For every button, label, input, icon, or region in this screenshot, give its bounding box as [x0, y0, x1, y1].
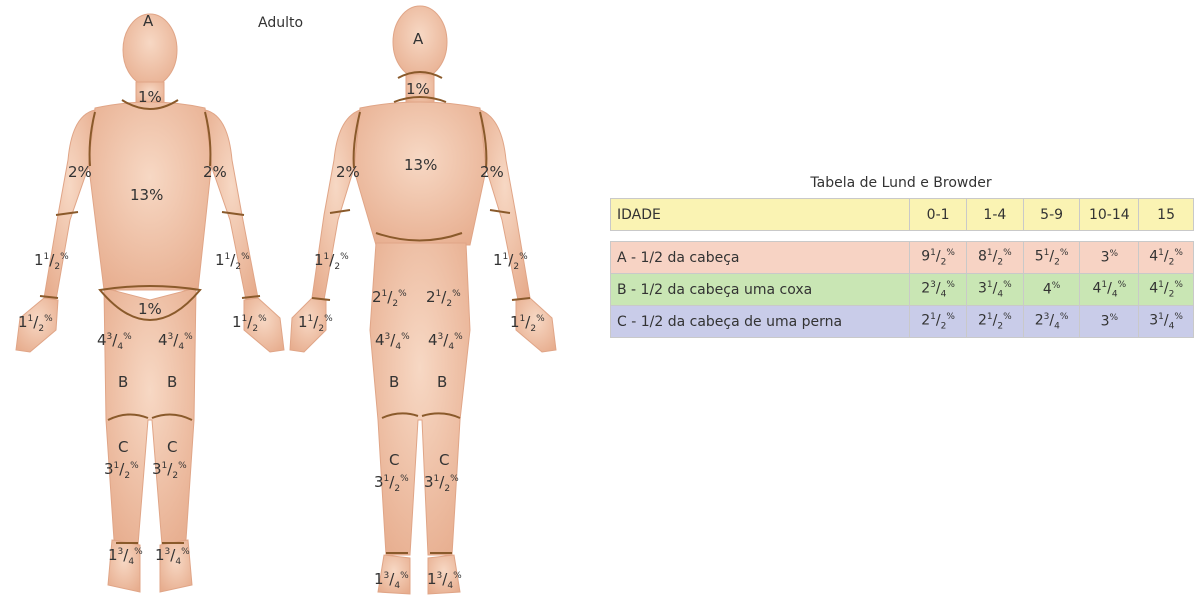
table-row: B - 1/2 da cabeça uma coxa 23/4% 31/4% 4…	[611, 274, 1194, 306]
back-leg-right-pct: 31/2%	[424, 475, 459, 494]
header-label: IDADE	[611, 199, 910, 231]
front-hand-left-label: 11/2%	[18, 315, 53, 334]
table-cell: 41/2%	[1139, 242, 1194, 274]
back-thigh-left-label: B	[389, 375, 399, 390]
body-diagram: Adulto A 1% 13% 2% 2% 11/2% 11/2% 11/2% …	[0, 0, 600, 601]
table-cell: 3%	[1080, 306, 1139, 338]
front-buttock-right-label: 43/4%	[158, 333, 193, 352]
front-trunk-label: 13%	[130, 188, 163, 203]
front-leg-right-label: C	[167, 440, 177, 455]
front-hand-right-label: 11/2%	[232, 315, 267, 334]
back-thigh-right-label: B	[437, 375, 447, 390]
table-cell: 23/4%	[1023, 306, 1080, 338]
lund-browder-table: IDADE 0-1 1-4 5-9 10-14 15 A - 1/2 da ca…	[610, 198, 1194, 338]
back-leg-right-label: C	[439, 453, 449, 468]
front-buttock-left-label: 43/4%	[97, 333, 132, 352]
table-cell: 81/2%	[966, 242, 1023, 274]
header-col-1-4: 1-4	[966, 199, 1023, 231]
back-hand-left-label: 11/2%	[298, 315, 333, 334]
table-cell: 4%	[1023, 274, 1080, 306]
row-label: B - 1/2 da cabeça uma coxa	[611, 274, 910, 306]
front-upper-arm-right-label: 2%	[203, 165, 227, 180]
back-foot-left-label: 13/4%	[374, 572, 409, 591]
header-col-10-14: 10-14	[1080, 199, 1139, 231]
back-buttock-right-label: 21/2%	[426, 290, 461, 309]
row-label: C - 1/2 da cabeça de uma perna	[611, 306, 910, 338]
table-cell: 31/4%	[1139, 306, 1194, 338]
back-forearm-left-label: 11/2%	[314, 253, 349, 272]
table-cell: 51/2%	[1023, 242, 1080, 274]
table-title: Tabela de Lund e Browder	[610, 175, 1192, 191]
header-col-5-9: 5-9	[1023, 199, 1080, 231]
table-row: A - 1/2 da cabeça 91/2% 81/2% 51/2% 3% 4…	[611, 242, 1194, 274]
back-leg-left-pct: 31/2%	[374, 475, 409, 494]
figure-title: Adulto	[258, 15, 303, 31]
table-spacer-row	[611, 231, 1194, 242]
table-cell: 21/2%	[966, 306, 1023, 338]
body-figures	[0, 0, 600, 601]
table-row: C - 1/2 da cabeça de uma perna 21/2% 21/…	[611, 306, 1194, 338]
front-leg-right-pct: 31/2%	[152, 462, 187, 481]
back-foot-right-label: 13/4%	[427, 572, 462, 591]
front-head-label: A	[143, 14, 153, 29]
back-hand-right-label: 11/2%	[510, 315, 545, 334]
back-leg-left-label: C	[389, 453, 399, 468]
back-upper-arm-left-label: 2%	[336, 165, 360, 180]
table-cell: 3%	[1080, 242, 1139, 274]
table-cell: 23/4%	[910, 274, 967, 306]
front-forearm-right-label: 11/2%	[215, 253, 250, 272]
front-foot-left-label: 13/4%	[108, 548, 143, 567]
front-leg-left-label: C	[118, 440, 128, 455]
back-upper-arm-right-label: 2%	[480, 165, 504, 180]
back-buttock-left-label: 21/2%	[372, 290, 407, 309]
front-upper-arm-left-label: 2%	[68, 165, 92, 180]
table-cell: 41/4%	[1080, 274, 1139, 306]
back-trunk-label: 13%	[404, 158, 437, 173]
row-label: A - 1/2 da cabeça	[611, 242, 910, 274]
front-neck-label: 1%	[138, 90, 162, 105]
back-thigh-right-pct: 43/4%	[428, 333, 463, 352]
back-thigh-left-pct: 43/4%	[375, 333, 410, 352]
front-genitals-label: 1%	[138, 302, 162, 317]
table-header-row: IDADE 0-1 1-4 5-9 10-14 15	[611, 199, 1194, 231]
table-cell: 91/2%	[910, 242, 967, 274]
table-cell: 31/4%	[966, 274, 1023, 306]
front-thigh-left-label: B	[118, 375, 128, 390]
back-head-label: A	[413, 32, 423, 47]
front-foot-right-label: 13/4%	[155, 548, 190, 567]
table-cell: 41/2%	[1139, 274, 1194, 306]
back-forearm-right-label: 11/2%	[493, 253, 528, 272]
back-neck-label: 1%	[406, 82, 430, 97]
header-col-0-1: 0-1	[910, 199, 967, 231]
header-col-15: 15	[1139, 199, 1194, 231]
table-cell: 21/2%	[910, 306, 967, 338]
front-forearm-left-label: 11/2%	[34, 253, 69, 272]
front-thigh-right-label: B	[167, 375, 177, 390]
front-leg-left-pct: 31/2%	[104, 462, 139, 481]
